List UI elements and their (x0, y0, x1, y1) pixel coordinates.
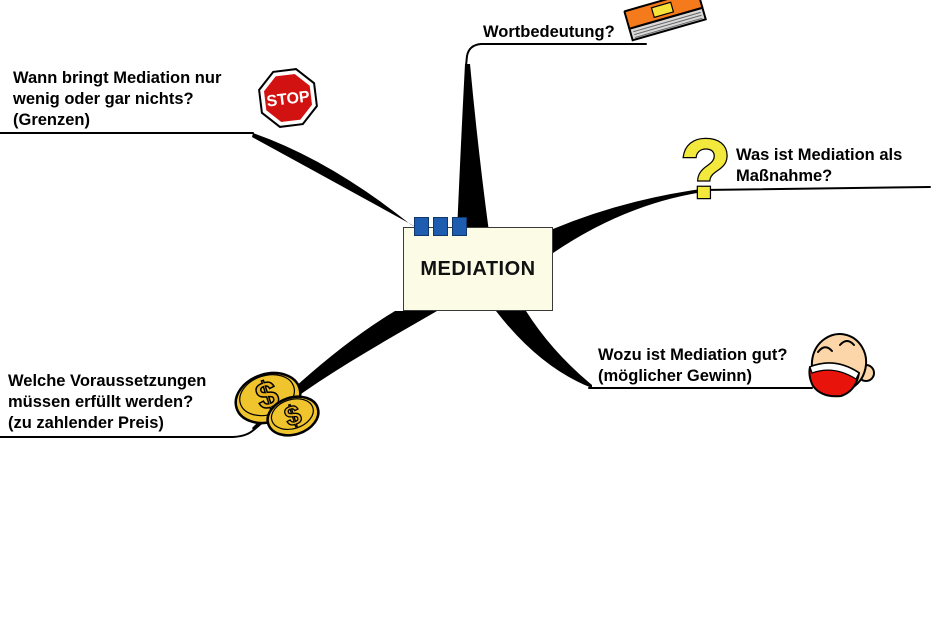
face-teeth (809, 362, 860, 380)
branch-right-underline (701, 186, 931, 191)
blue-marker-icon (433, 217, 448, 236)
face-eye-left (817, 346, 833, 353)
branch-label-line: Wozu ist Mediation gut? (598, 346, 788, 364)
stop-sign-icon: STOP (258, 68, 318, 128)
branch-label-massnahme[interactable]: Was ist Mediation als Maßnahme? (736, 145, 902, 187)
book-icon (623, 0, 707, 42)
blue-marker-icon (452, 217, 467, 236)
branch-label-line: (möglicher Gewinn) (598, 367, 753, 385)
branch-label-grenzen[interactable]: Wann bringt Mediation nur wenig oder gar… (13, 68, 221, 131)
branch-label-line: Welche Voraussetzungen (8, 372, 207, 390)
branch-label-gewinn[interactable]: Wozu ist Mediation gut? (möglicher Gewin… (598, 345, 787, 387)
branch-lines (0, 43, 931, 438)
coins-icon: $ $ (234, 371, 320, 437)
branch-label-line: (Grenzen) (13, 111, 91, 129)
branch-label-preis[interactable]: Welche Voraussetzungen müssen erfüllt we… (8, 371, 206, 434)
branch-label-line: müssen erfüllt werden? (8, 393, 194, 411)
branch-right (553, 188, 710, 253)
center-topic-label: MEDIATION (420, 257, 536, 280)
branch-label-line: Wortbedeutung? (483, 23, 615, 41)
branch-top (457, 64, 489, 232)
branch-label-line: Maßnahme? (736, 167, 833, 185)
branch-label-line: wenig oder gar nichts? (13, 90, 194, 108)
branch-bottom-right (496, 311, 592, 388)
center-topic-mediation[interactable]: MEDIATION (403, 217, 553, 311)
face-eye-right (839, 340, 855, 346)
branch-label-line: Was ist Mediation als (736, 146, 903, 164)
question-mark-icon: ? (680, 122, 731, 216)
branch-label-line: Wann bringt Mediation nur (13, 69, 222, 87)
branch-top-underline (465, 43, 647, 67)
branch-label-wortbedeutung[interactable]: Wortbedeutung? (483, 22, 615, 43)
blue-marker-icon (414, 217, 429, 236)
branch-bottom-left-underline (0, 426, 257, 438)
stop-sign-text: STOP (266, 88, 311, 110)
branch-top-left (252, 133, 434, 237)
laughing-face-icon (808, 333, 875, 398)
branch-label-line: (zu zahlender Preis) (8, 414, 164, 432)
